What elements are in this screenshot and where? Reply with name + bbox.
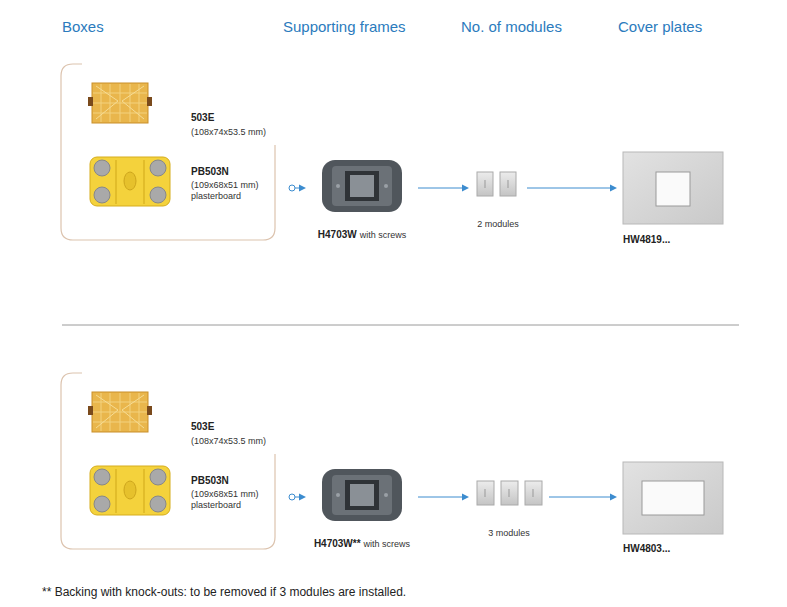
flow-arrow: [289, 494, 306, 501]
caption-line: 2 modules: [470, 213, 526, 231]
column-heading: Supporting frames: [283, 18, 406, 35]
bracket-outline: [60, 372, 288, 550]
arrow-head: [610, 494, 617, 501]
arrow-head: [299, 494, 306, 501]
row-one-pictures: [88, 83, 402, 212]
part-detail: (108x74x53.5 mm): [191, 127, 266, 137]
part-detail: (109x68x51 mm): [191, 180, 259, 190]
part-code: 3 modules: [488, 528, 530, 538]
separator-line: [62, 325, 739, 326]
cover-plate-pictures: [623, 152, 723, 534]
flow-arrow: [418, 494, 469, 501]
part-code: 503E: [191, 421, 214, 432]
part-detail: plasterboard: [191, 191, 241, 201]
arrow-head: [610, 185, 617, 192]
part-code: HW4819...: [623, 234, 670, 245]
row-two-pictures: [88, 392, 402, 521]
part-detail: (109x68x51 mm): [191, 489, 259, 499]
module-group: 3 modules: [470, 477, 548, 533]
caption-text: with screws: [360, 230, 407, 240]
arrow-line: [418, 188, 463, 189]
column-heading: No. of modules: [461, 18, 562, 35]
supporting-frame: H4703W**with screws: [307, 467, 417, 547]
footnote: ** Backing with knock-outs: to be remove…: [42, 585, 406, 599]
part-code: H4703W**: [314, 538, 361, 549]
bracket-outline: [60, 63, 288, 241]
arrow-head: [299, 185, 306, 192]
box-item: PB503N (109x68x51 mm)plasterboard: [88, 462, 278, 522]
module-pictures: [477, 172, 542, 505]
flow-arrow: [418, 185, 469, 192]
arrow-line: [418, 497, 463, 498]
module-group: 2 modules: [470, 168, 526, 224]
flow-arrow: [549, 494, 617, 501]
box-group-bracket: 503E (108x74x53.5 mm) PB503N (109x68x51 mm)…: [60, 372, 288, 550]
part-code: PB503N: [191, 166, 229, 177]
box-item: 503E (108x74x53.5 mm): [88, 390, 278, 448]
part-code: HW4803...: [623, 543, 670, 554]
arrow-head: [462, 185, 469, 192]
box-item: PB503N (109x68x51 mm)plasterboard: [88, 153, 278, 213]
part-code: 503E: [191, 112, 214, 123]
start-dot: [289, 494, 295, 500]
part-detail: (108x74x53.5 mm): [191, 436, 266, 446]
caption-line: H4703W**with screws: [307, 533, 417, 551]
arrow-line: [549, 497, 611, 498]
cover-plate: HW4819...: [618, 150, 728, 248]
supporting-frame: H4703Wwith screws: [307, 158, 417, 238]
column-heading: Cover plates: [618, 18, 702, 35]
arrow-line: [527, 188, 611, 189]
caption-line: H4703Wwith screws: [307, 224, 417, 242]
start-dot: [289, 185, 295, 191]
box-group-bracket: 503E (108x74x53.5 mm) PB503N (109x68x51 mm)…: [60, 63, 288, 241]
flow-arrow: [527, 185, 617, 192]
part-code: H4703W: [318, 229, 357, 240]
bracket-line: [61, 64, 275, 240]
part-detail: plasterboard: [191, 500, 241, 510]
caption-line: 3 modules: [470, 522, 548, 540]
caption-text: with screws: [364, 539, 411, 549]
cover-plate: HW4803...: [618, 459, 728, 557]
arrow-head: [462, 494, 469, 501]
part-code: PB503N: [191, 475, 229, 486]
part-code: 2 modules: [477, 219, 519, 229]
column-heading: Boxes: [62, 18, 104, 35]
box-item: 503E (108x74x53.5 mm): [88, 81, 278, 139]
bracket-line: [61, 373, 275, 549]
flow-arrow: [289, 185, 306, 192]
